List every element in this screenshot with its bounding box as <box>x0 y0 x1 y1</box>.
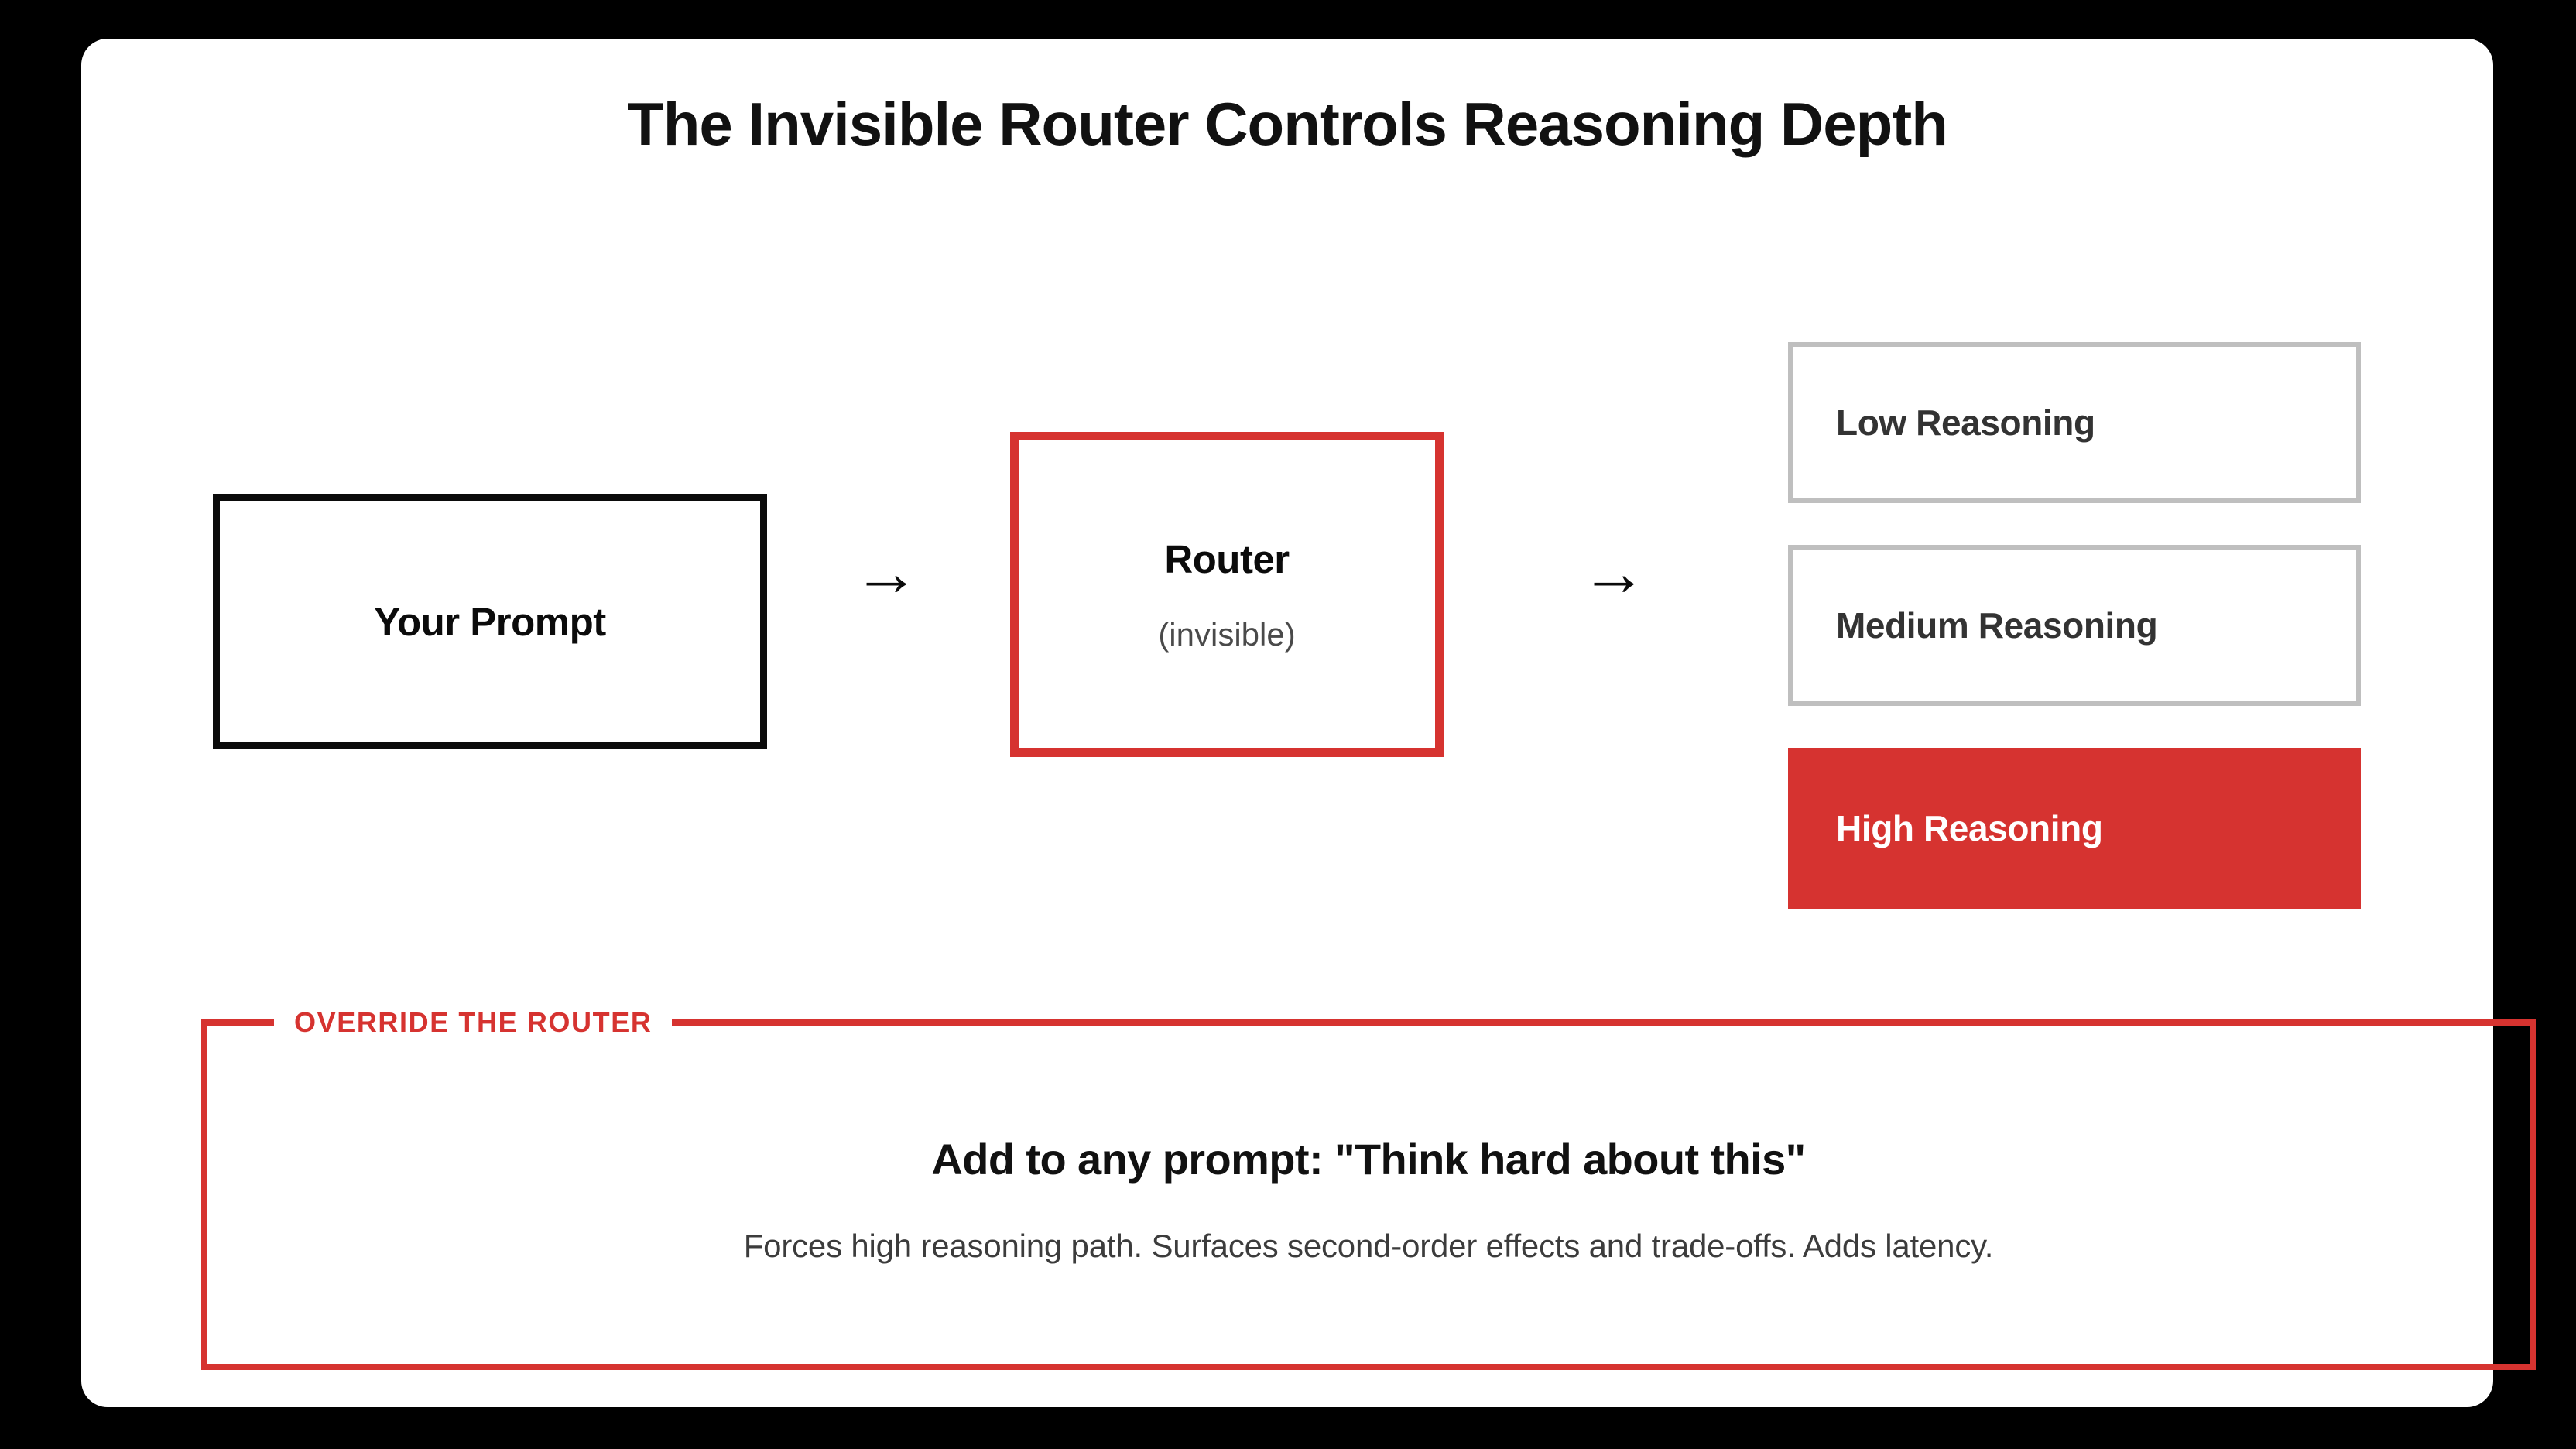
reasoning-option-medium: Medium Reasoning <box>1788 545 2361 706</box>
router-node-subtitle: (invisible) <box>1158 615 1296 653</box>
router-node: Router (invisible) <box>1010 432 1444 757</box>
override-headline: Add to any prompt: "Think hard about thi… <box>931 1134 1806 1184</box>
router-node-title: Router <box>1164 536 1290 581</box>
reasoning-option-label: Medium Reasoning <box>1836 605 2158 646</box>
reasoning-option-label: Low Reasoning <box>1836 402 2095 443</box>
reasoning-option-label: High Reasoning <box>1836 808 2103 848</box>
router-flow-diagram: Your Prompt → Router (invisible) → Low R… <box>81 294 2493 909</box>
override-subtext: Forces high reasoning path. Surfaces sec… <box>743 1227 1994 1264</box>
arrow-right-icon: → <box>1581 536 1647 610</box>
prompt-node-label: Your Prompt <box>374 599 606 644</box>
content-card: The Invisible Router Controls Reasoning … <box>81 39 2536 1407</box>
override-callout: OVERRIDE THE ROUTER Add to any prompt: "… <box>201 1006 2536 1370</box>
reasoning-option-low: Low Reasoning <box>1788 342 2361 503</box>
arrow-right-icon: → <box>853 536 920 610</box>
override-callout-legend: OVERRIDE THE ROUTER <box>294 1006 653 1038</box>
page-title: The Invisible Router Controls Reasoning … <box>627 90 1948 158</box>
reasoning-option-high: High Reasoning <box>1788 748 2361 909</box>
override-callout-frame: OVERRIDE THE ROUTER Add to any prompt: "… <box>201 1006 2536 1370</box>
prompt-node: Your Prompt <box>213 494 767 749</box>
reasoning-outcome-list: Low Reasoning Medium Reasoning High Reas… <box>1788 342 2361 909</box>
